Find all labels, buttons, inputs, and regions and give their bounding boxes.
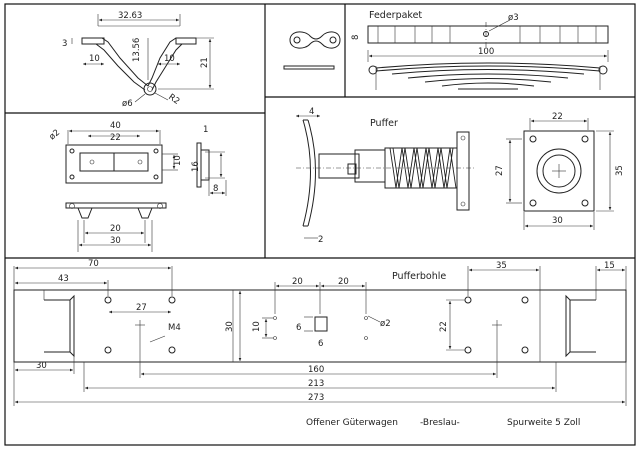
dim-buffer-gap: 2 [318,235,323,245]
dim-plate-width: 40 [110,121,121,131]
title-wagon-name: Offener Güterwagen [306,418,398,428]
dim-beam-thread: M4 [168,323,181,333]
dim-beam-20b: 20 [338,277,349,287]
dim-buffer-plate-27: 27 [495,165,505,176]
dim-plate-side-width: 8 [213,184,218,194]
dim-beam-6b: 6 [318,339,323,349]
dim-beam-70: 70 [88,259,99,269]
dim-bracket-thickness: 3 [62,39,67,49]
dim-beam-43: 43 [58,274,69,284]
dim-plate-hole: ø2 [48,128,63,142]
bracket-drawing: 32.63 3 10 10 13.56 21 ø6 R2 [62,11,214,109]
dim-beam-27: 27 [136,303,147,313]
link-drawing [283,31,341,70]
dim-buffer-plate-30: 30 [552,216,563,226]
dim-beam-273: 273 [308,393,324,403]
dim-bracket-height: 21 [200,57,210,68]
dim-bracket-width: 32.63 [118,11,142,21]
label-pufferbohle: Pufferbohle [392,271,446,282]
dim-bracket-hole: ø6 [122,99,133,109]
dim-plate-height: 10 [173,155,183,166]
dim-spring-hole: ø3 [508,13,519,23]
dim-buffer-head: 4 [309,107,314,117]
dim-plate-side-height: 16 [191,161,201,172]
dim-plate-bottom-20: 20 [110,224,121,234]
dim-beam-35: 35 [496,261,507,271]
dim-beam-6a: 6 [296,323,301,333]
frame-lines [4,3,636,446]
dim-bracket-radius: R2 [166,92,181,107]
dim-plate-thickness: 1 [203,125,208,135]
buffer-beam-drawing: Pufferbohle 70 43 27 M4 [13,259,627,406]
dim-beam-160: 160 [308,365,324,375]
dim-beam-10: 10 [252,321,262,332]
dim-buffer-plate-35: 35 [615,165,625,176]
dim-beam-30: 30 [36,361,47,371]
dim-bracket-c: 13.56 [132,38,142,62]
dim-buffer-plate-22: 22 [552,112,563,122]
dim-beam-height: 30 [225,321,235,332]
label-federpaket: Federpaket [369,10,422,21]
dim-plate-bottom-30: 30 [110,236,121,246]
dim-spring-thickness: 8 [351,35,361,40]
dim-bracket-a: 10 [89,54,100,64]
dim-beam-hole: ø2 [380,319,391,329]
dim-beam-20a: 20 [292,277,303,287]
dim-beam-213: 213 [308,379,324,389]
leaf-spring-drawing: Federpaket ø3 8 100 [351,10,609,90]
plate-drawing: 40 22 ø2 10 1 16 8 20 [48,121,227,252]
dim-bracket-b: 10 [164,54,175,64]
title-origin: -Breslau- [420,418,460,428]
label-puffer: Puffer [370,118,398,129]
dim-beam-15: 15 [604,261,615,271]
dim-spring-length: 100 [478,47,494,57]
dim-beam-22: 22 [439,321,449,332]
buffer-drawing: Puffer 4 2 22 27 [296,107,625,245]
dim-plate-inner: 22 [110,133,121,143]
title-block: Offener Güterwagen -Breslau- Spurweite 5… [306,418,580,428]
title-gauge: Spurweite 5 Zoll [507,418,580,428]
